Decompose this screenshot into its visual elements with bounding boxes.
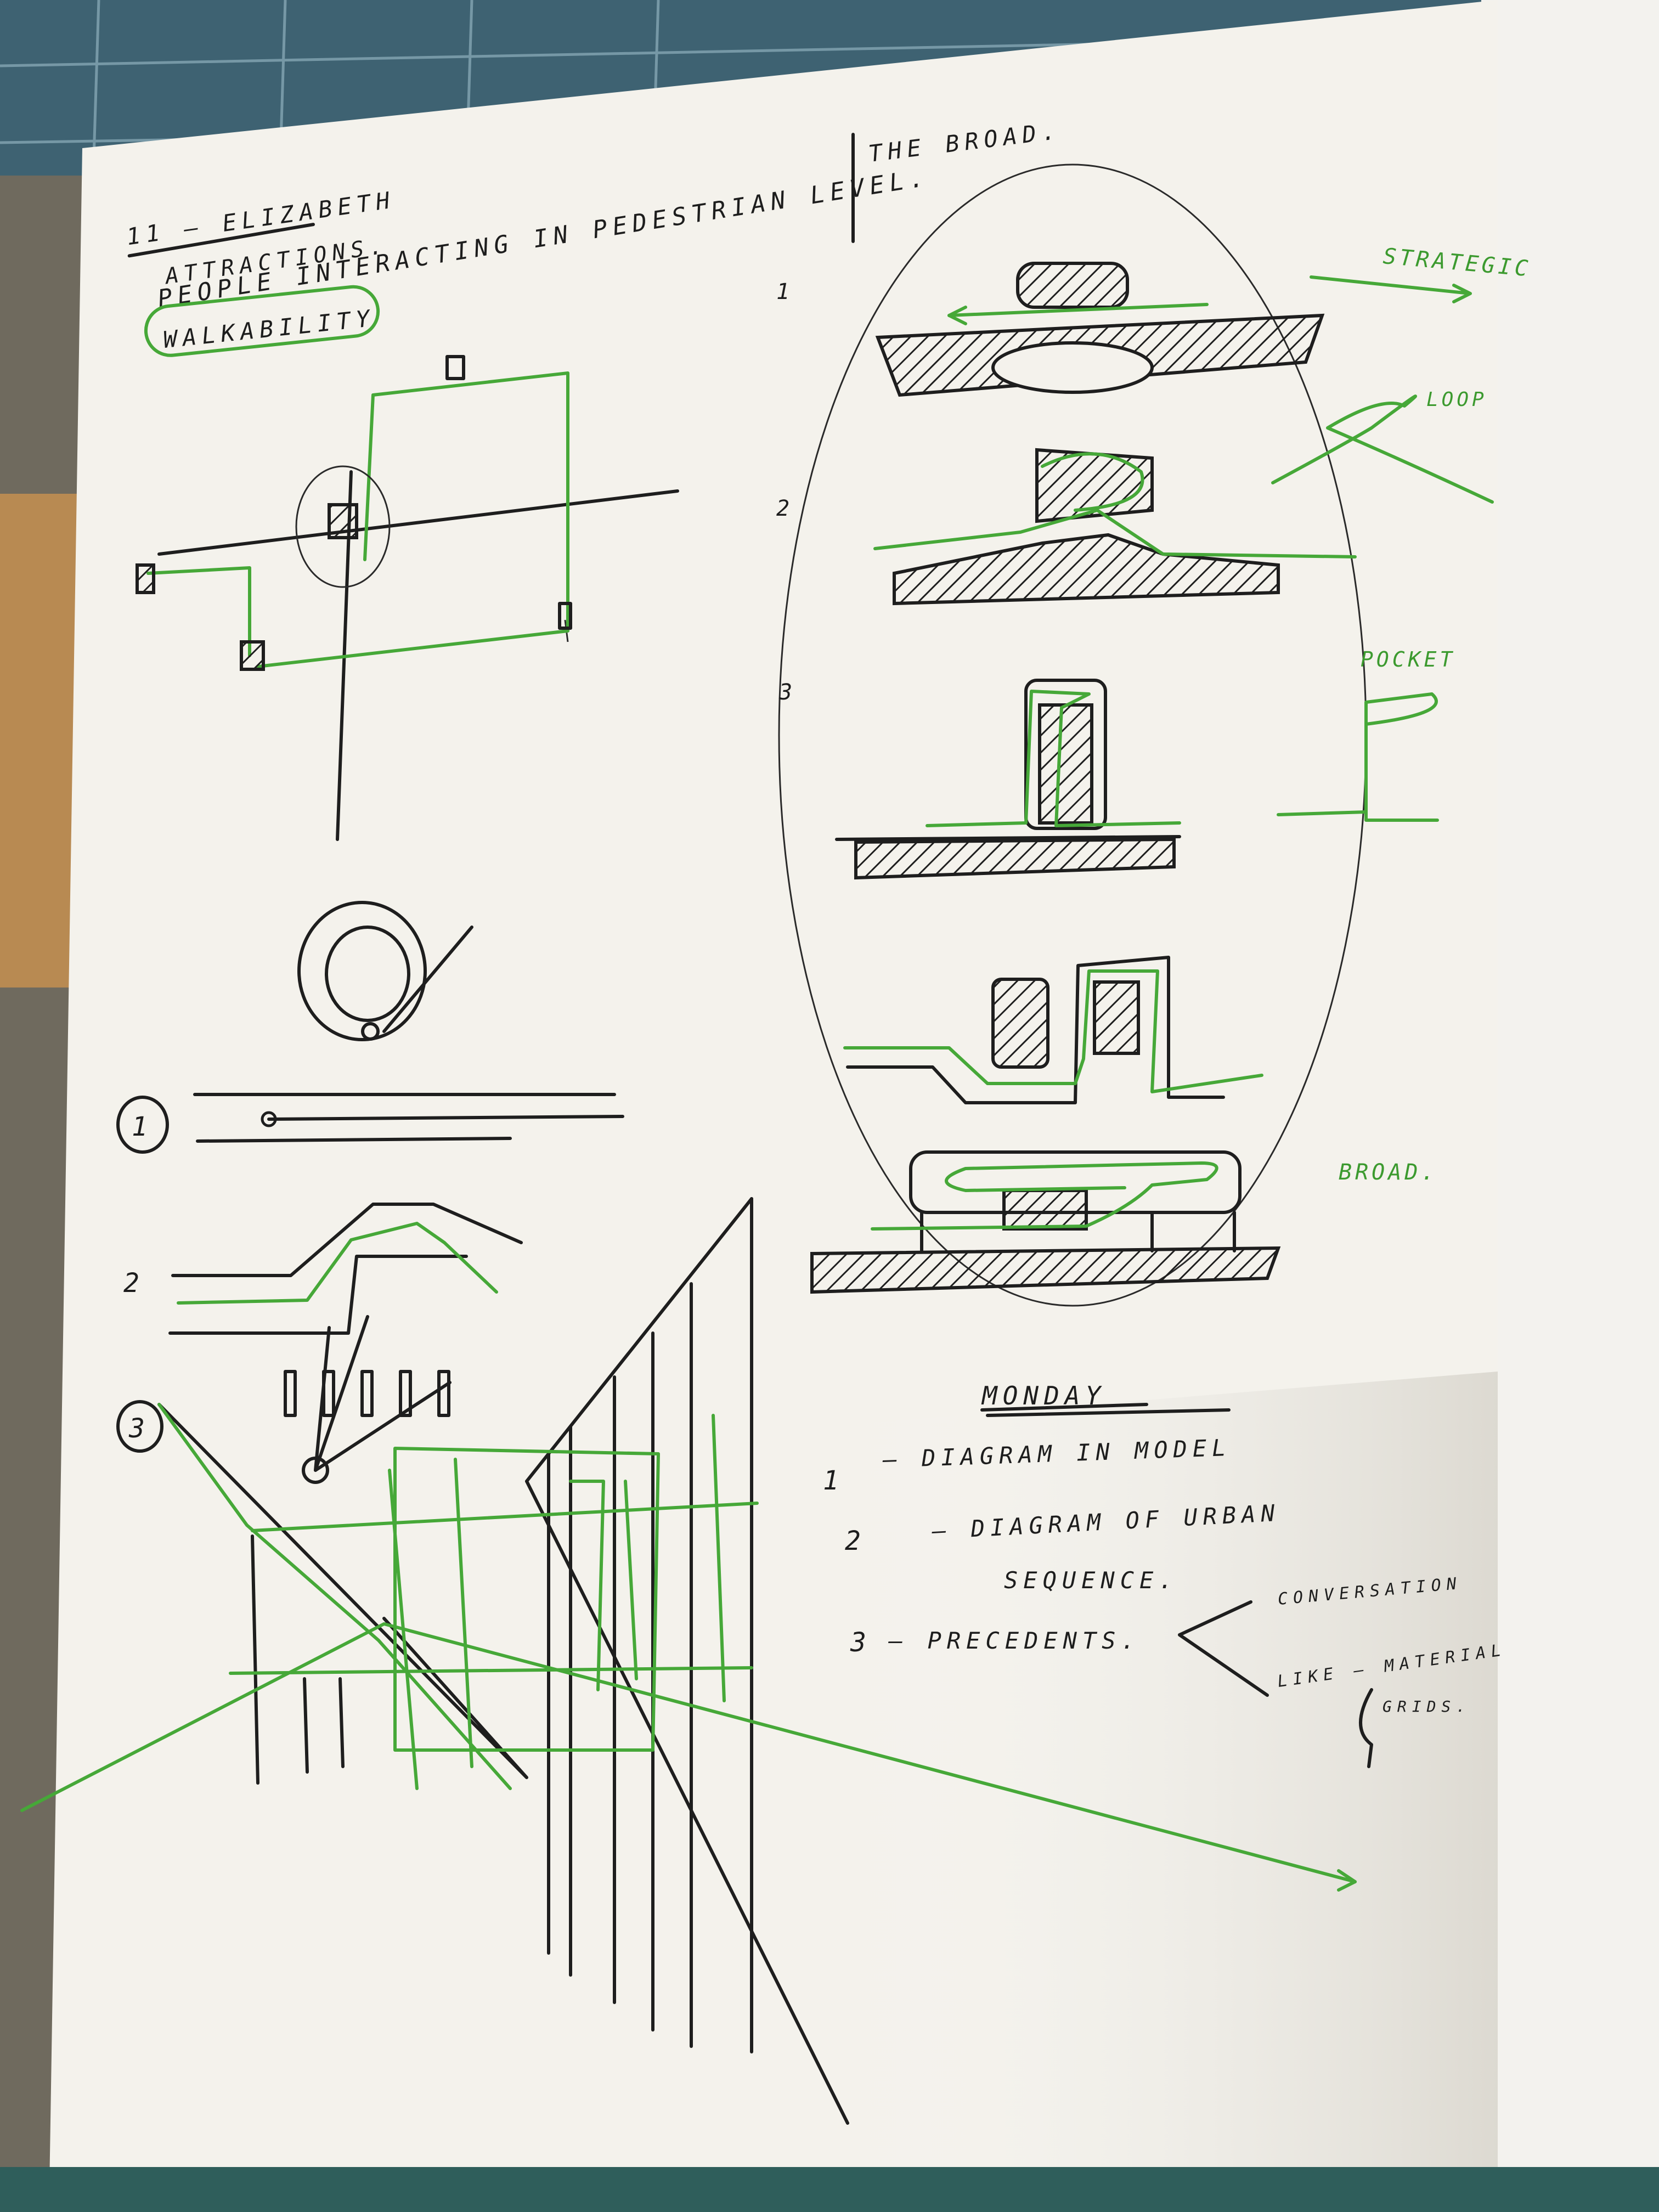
left-number-2: 2: [123, 1268, 145, 1299]
monday-item-3-number: 3: [850, 1627, 872, 1658]
monday-item-3: — PRECEDENTS.: [888, 1627, 1141, 1654]
donut-sketch: [297, 901, 473, 1041]
site-map-sketch: [136, 355, 679, 841]
label-pocket: POCKET: [1361, 647, 1455, 672]
next-page: [1481, 0, 1659, 2212]
left-diagram-2: 2: [123, 1203, 523, 1335]
label-broad: BROAD.: [1339, 1160, 1438, 1185]
diagram-number-1: 1: [776, 279, 795, 304]
left-number-1: 1: [132, 1111, 153, 1142]
monday-branch-3: GRIDS.: [1383, 1697, 1471, 1716]
section-diagram-1: 1 STRATEGIC: [776, 244, 1532, 397]
monday-item-1-number: 1: [823, 1465, 844, 1496]
label-loop: LOOP: [1426, 388, 1487, 411]
left-number-3: 3: [128, 1413, 150, 1444]
bottom-desk-strip: [0, 2167, 1659, 2212]
monday-item-2-number: 2: [845, 1526, 866, 1556]
diagram-number-2: 2: [776, 496, 795, 521]
left-diagram-1: 1: [116, 1093, 624, 1154]
desk-wood: [0, 494, 77, 988]
perspective-sketch: [20, 1197, 1357, 2125]
diagram-number-3: 3: [778, 680, 798, 705]
page-shadow: [823, 1372, 1498, 2178]
section-diagram-4: [843, 956, 1263, 1104]
section-diagram-3: 3 POCKET: [778, 647, 1455, 880]
section-diagram-5: BROAD.: [810, 1150, 1438, 1294]
left-diagram-3: 3: [116, 1315, 452, 1484]
monday-item-2b: SEQUENCE.: [1004, 1567, 1178, 1594]
section-diagram-2: 2 LOOP: [776, 388, 1494, 606]
